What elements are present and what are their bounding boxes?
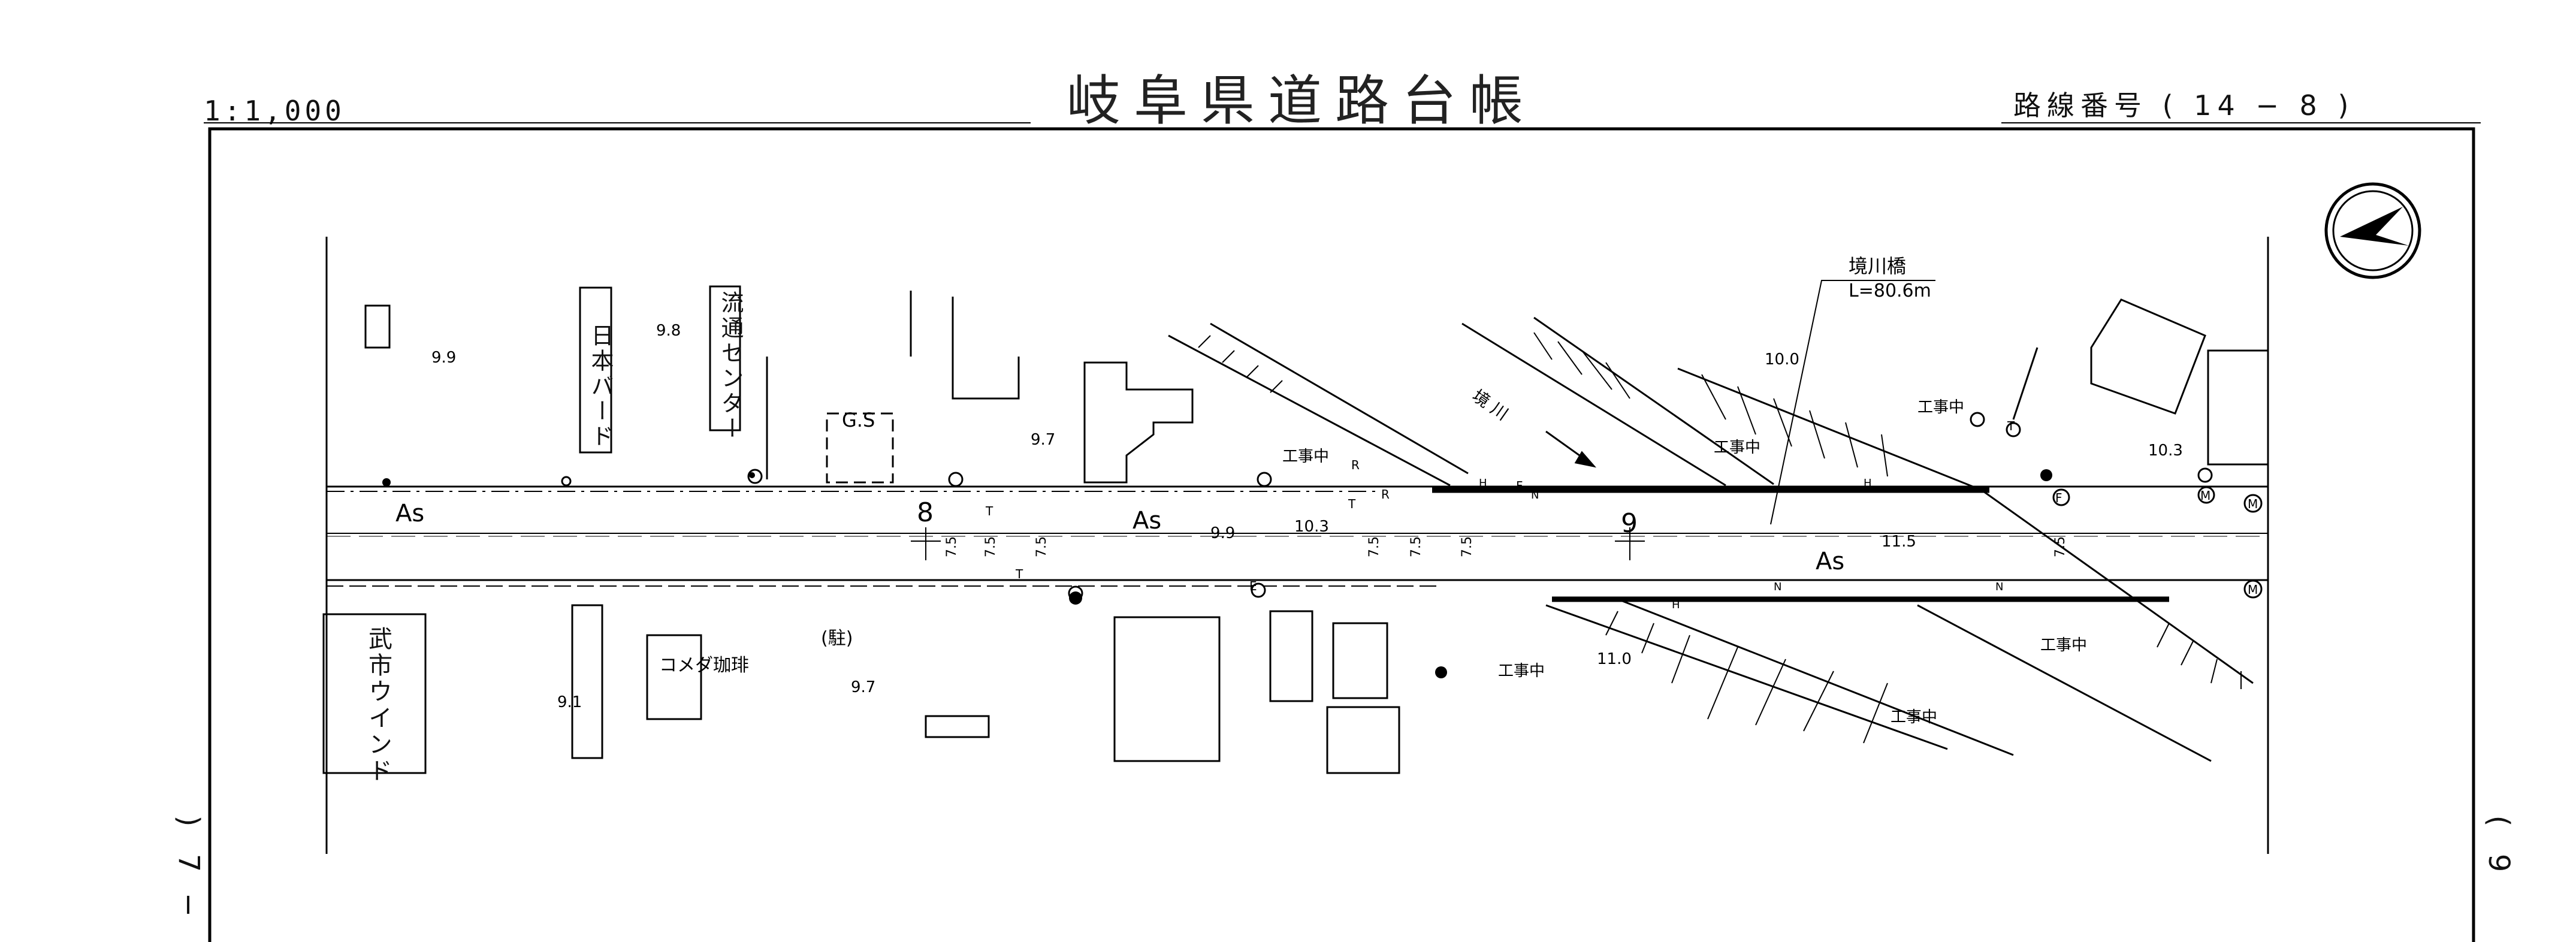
- sym-f1: F: [2055, 491, 2062, 505]
- width-3: 7.5: [1034, 536, 1049, 557]
- sym-h1: H: [1479, 477, 1487, 490]
- elev-2: 9.8: [656, 322, 681, 340]
- sym-h2: H: [1864, 477, 1872, 490]
- sym-m2: M: [2248, 497, 2258, 511]
- river-banks: [1168, 316, 2254, 762]
- construction-2: 工事中: [1714, 439, 1760, 457]
- route-dash: −: [2255, 89, 2285, 122]
- sym-n3: N: [1995, 581, 2003, 593]
- width-6: 7.5: [1460, 536, 1475, 557]
- construction-4: 工事中: [1498, 662, 1545, 680]
- nihon-bird-label: 日本バード: [587, 324, 614, 449]
- takeichi-window-label: 武市ウインド: [364, 626, 392, 784]
- elev-11: 11.0: [1597, 650, 1632, 668]
- surface-label-3: As: [1816, 548, 1844, 575]
- width-5: 7.5: [1409, 536, 1424, 557]
- ryutsu-center-label: 流通センター: [717, 291, 744, 442]
- route-label: 路線番号: [2013, 89, 2148, 122]
- surface-label-2: As: [1133, 507, 1161, 535]
- embankment-hatching: [1198, 332, 2242, 744]
- construction-6: 工事中: [1891, 708, 1937, 726]
- river-label: 境 川: [1469, 386, 1512, 424]
- sym-t2: T: [1015, 567, 1023, 581]
- sym-f2: F: [1516, 479, 1523, 493]
- route-section-value: 8: [2299, 89, 2323, 122]
- elev-7: 10.3: [2148, 442, 2183, 460]
- sym-t1: T: [985, 504, 993, 518]
- road-edges: [327, 485, 2268, 602]
- elev-3: 9.7: [1031, 431, 1055, 449]
- elev-9: 9.1: [557, 693, 582, 711]
- elev-4: 9.9: [1210, 524, 1235, 542]
- building-outlines: [322, 285, 2269, 774]
- width-7: 7.5: [2053, 536, 2068, 557]
- construction-3: 工事中: [1917, 398, 1964, 416]
- station-9: 9: [1621, 508, 1638, 539]
- elev-10: 9.7: [851, 678, 875, 696]
- map-frame: [208, 127, 2475, 942]
- width-4: 7.5: [1367, 536, 1382, 557]
- width-2: 7.5: [983, 536, 998, 557]
- sym-n1: N: [1531, 489, 1539, 502]
- sym-t3: T: [1348, 497, 1356, 511]
- map-scale: 1:1,000: [204, 95, 345, 127]
- bridge-name: 境川橋: [1849, 255, 1906, 277]
- elev-6: 10.0: [1765, 351, 1799, 369]
- sym-e: E: [1249, 579, 1257, 593]
- station-8: 8: [917, 497, 934, 528]
- route-close-paren: ): [2338, 89, 2355, 122]
- gs-label: G.S: [842, 409, 875, 431]
- sym-t4: T: [2007, 419, 2015, 433]
- route-open-paren: (: [2162, 89, 2179, 122]
- bridge-length: L=80.6m: [1849, 280, 1931, 301]
- sym-m1: M: [2200, 488, 2210, 503]
- construction-5: 工事中: [2040, 636, 2087, 654]
- elev-8: 11.5: [1882, 533, 1916, 551]
- bridge-leader: [1770, 280, 1935, 525]
- width-1: 7.5: [944, 536, 959, 557]
- route-number-value: 14: [2194, 89, 2241, 122]
- sym-m3: M: [2248, 582, 2258, 597]
- route-number: 路線番号 ( 14 − 8 ): [2013, 84, 2354, 123]
- river-flow-arrow-icon: [1545, 430, 1597, 468]
- sym-n2: N: [1774, 581, 1781, 593]
- sym-r2: R: [1381, 487, 1390, 502]
- north-arrow-icon: [2324, 182, 2421, 279]
- utility-symbols: [561, 412, 2263, 601]
- sym-h3: H: [1672, 599, 1680, 611]
- elev-1: 9.9: [431, 349, 456, 367]
- komeda-label: コメダ珈琲: [659, 655, 749, 676]
- sym-r1: R: [1351, 458, 1360, 472]
- elev-5: 10.3: [1294, 518, 1329, 536]
- construction-1: 工事中: [1282, 448, 1329, 466]
- parking-label: (駐): [821, 628, 853, 649]
- page-title: 岐阜県道路台帳: [1067, 70, 1536, 132]
- surface-label-1: As: [395, 500, 424, 527]
